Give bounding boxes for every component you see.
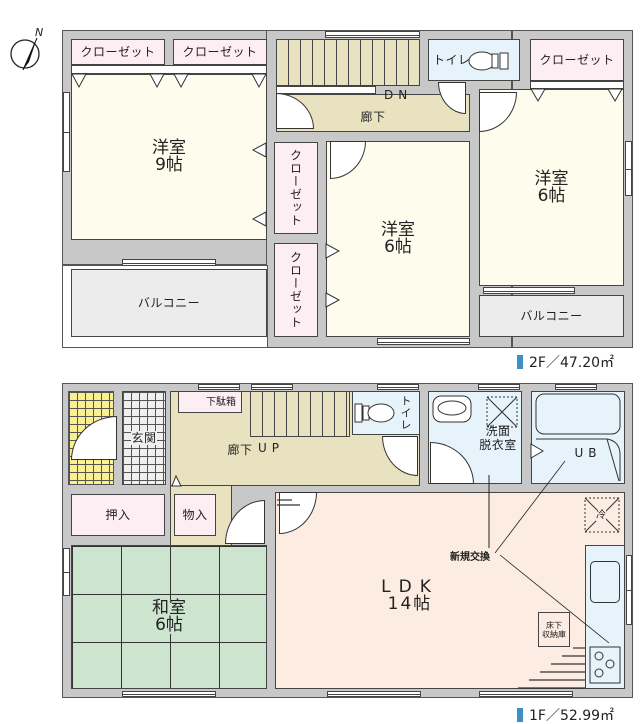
f1-toilet-bowl-icon xyxy=(354,403,395,423)
f2-closet-b-top: クローゼット xyxy=(173,39,267,65)
f1-window-ldk-a[interactable] xyxy=(327,691,421,697)
f2-balcony-left: バルコニー xyxy=(71,269,267,337)
f2-western-room-9: 洋室 9帖 xyxy=(71,74,267,240)
f1-window-kitchen[interactable] xyxy=(626,555,632,625)
compass-north-icon xyxy=(10,37,40,71)
f2-western-room-6-center: 洋室 6帖 xyxy=(326,141,470,337)
f2-closet-door-strip xyxy=(71,65,267,74)
f1-window-japanese-left[interactable] xyxy=(63,548,70,596)
f1-window-japanese-bottom[interactable] xyxy=(122,691,216,697)
f2-window-right-side[interactable] xyxy=(625,141,632,196)
f1-japanese-room: 和室 6帖 xyxy=(71,545,267,689)
f1-kitchen-sink-icon xyxy=(590,561,620,603)
f1-shoe-cabinet: 下駄箱 xyxy=(178,391,242,413)
f2-closet-a-top: クローゼット xyxy=(71,39,165,65)
f1-area-label: 1F／52.99㎡ xyxy=(517,705,614,724)
f2-window-9-bottom[interactable] xyxy=(122,259,216,266)
f1-window-bath[interactable] xyxy=(555,384,597,390)
f2-area-marker-icon xyxy=(517,355,523,369)
f2-balcony-right: バルコニー xyxy=(479,295,624,337)
f2-window-9-left[interactable] xyxy=(63,92,70,172)
f1-window-stairs-b[interactable] xyxy=(251,384,293,390)
f2-stairs[interactable] xyxy=(276,39,420,86)
f1-area-marker-icon xyxy=(517,708,523,722)
f1-stairs[interactable] xyxy=(250,391,350,437)
f1-bathtub-icon xyxy=(535,393,621,482)
f2-right-room-door[interactable] xyxy=(479,92,517,132)
f2-stairs-direction: DN xyxy=(384,88,413,102)
f2-toilet-icon xyxy=(468,51,509,71)
f1-stove-icon xyxy=(589,646,621,684)
f1-window-toilet[interactable] xyxy=(377,384,419,390)
f1-window-washroom[interactable] xyxy=(478,384,520,390)
f1-entrance-genkan: 玄関 xyxy=(122,391,166,485)
f2-closet-d-vertical: クローゼット xyxy=(274,142,318,234)
f1-window-stairs-a[interactable] xyxy=(198,384,240,390)
f1-stairs-direction: UP xyxy=(258,441,285,455)
compass: N xyxy=(7,26,47,74)
f2-right-room-door-strip xyxy=(530,81,624,89)
f1-washing-machine-icon xyxy=(486,396,518,428)
f2-closet-door-markers xyxy=(71,73,623,308)
f2-window-stairs[interactable] xyxy=(325,31,420,38)
f1-sink-icon xyxy=(432,395,472,423)
f1-annotation-new-replacement: 新規交換 xyxy=(450,548,490,563)
f2-hall-door[interactable] xyxy=(276,93,314,129)
f1-fridge-space: 冷 xyxy=(584,497,620,533)
f1-ldk: LDK 14帖 xyxy=(275,492,625,689)
f1-closet-oshiire: 押入 xyxy=(71,494,165,536)
f2-closet-c-top: クローゼット xyxy=(530,39,624,81)
f2-window-center-bottom[interactable] xyxy=(377,338,470,345)
f1-storage: 物入 xyxy=(174,494,216,536)
f2-window-right-bottom[interactable] xyxy=(483,287,575,294)
f1-underfloor-storage: 床下 収納庫 xyxy=(538,612,570,647)
compass-label: N xyxy=(35,26,44,39)
f2-area-label: 2F／47.20㎡ xyxy=(517,352,614,372)
f2-stair-landing xyxy=(276,86,376,94)
f1-window-ldk-b[interactable] xyxy=(479,691,573,697)
f2-closet-e-vertical: クローゼット xyxy=(274,243,318,337)
